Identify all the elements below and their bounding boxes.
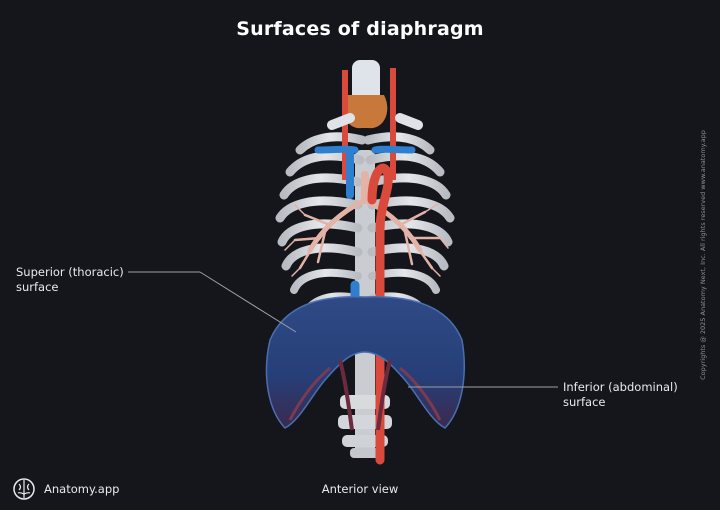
brain-icon — [13, 478, 35, 500]
view-caption: Anterior view — [321, 482, 399, 496]
diaphragm — [265, 296, 465, 431]
rib-cage — [275, 132, 455, 316]
neck-structures — [327, 60, 423, 180]
copyright-notice: Copyrights @ 2025 Anatomy Next, Inc. All… — [699, 130, 707, 380]
aorta — [367, 163, 393, 465]
label-inferior-surface: Inferior (abdominal) surface — [563, 380, 678, 409]
brand-logo: Anatomy.app — [12, 477, 119, 501]
brand-name: Anatomy.app — [44, 482, 120, 496]
label-superior-surface: Superior (thoracic) surface — [16, 265, 124, 294]
diagram-title: Surfaces of diaphragm — [236, 18, 484, 40]
leader-line-superior-angle — [199, 271, 297, 333]
